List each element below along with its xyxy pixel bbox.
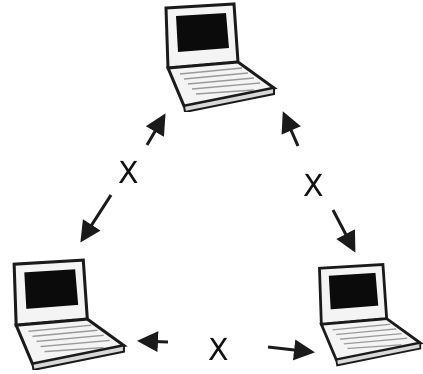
laptop-bottom-right xyxy=(317,263,422,367)
edge-right: X xyxy=(281,111,356,253)
arrow-down-right xyxy=(331,209,356,253)
edge-left: X xyxy=(80,113,166,243)
edge-label-left: X xyxy=(118,156,139,191)
laptop-icon xyxy=(317,263,422,367)
edge-label-bottom: X xyxy=(208,333,229,368)
laptop-icon xyxy=(164,2,276,112)
arrow-down-left xyxy=(80,194,113,243)
edge-label-right: X xyxy=(303,169,324,204)
laptop-icon xyxy=(12,258,126,370)
edge-bottom: X xyxy=(137,331,315,368)
arrow-left xyxy=(137,331,169,353)
arrow-right xyxy=(267,339,315,361)
arrow-up-right xyxy=(145,113,166,146)
laptop-bottom-left xyxy=(12,258,126,370)
arrow-up-left xyxy=(281,111,301,147)
laptop-top xyxy=(164,2,276,112)
